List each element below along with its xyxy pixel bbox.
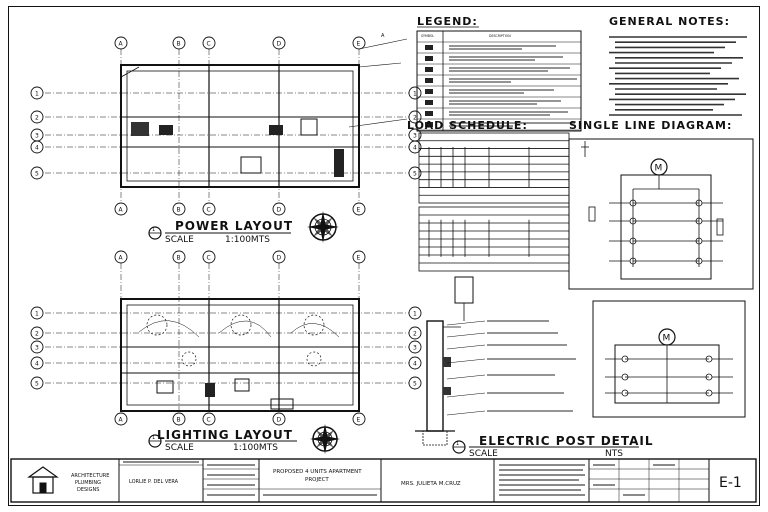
grid-column-bubble-b: B <box>177 417 181 424</box>
svg-text:A: A <box>381 33 385 39</box>
title-block <box>10 458 757 503</box>
grid-column-bubble-e: E <box>357 41 361 48</box>
north-arrow-icon <box>307 211 339 243</box>
legend-header-symbol: SYMBOL <box>421 34 434 38</box>
grid-column-bubble-b: B <box>177 255 181 262</box>
grid-row-bubble-1: 1 <box>35 311 39 318</box>
grid-row-bubble-5: 5 <box>35 381 39 388</box>
grid-column-bubble-b: B <box>177 207 181 214</box>
legend-title: LEGEND: <box>417 15 478 28</box>
lighting-layout-title: LIGHTING LAYOUT <box>157 428 293 442</box>
grid-row-bubble-1: 1 <box>413 91 417 98</box>
designer-name: LORLIE P. DEL VERA <box>129 479 179 485</box>
grid-column-bubble-a: A <box>119 41 124 48</box>
single-line-motor-label: M <box>655 164 663 174</box>
grid-row-bubble-3: 3 <box>35 133 39 140</box>
electric-post-title: ELECTRIC POST DETAIL <box>479 434 654 448</box>
lighting-layout-scale-value: 1:100MTS <box>233 443 278 453</box>
firm-name-line-1: ARCHITECTURE <box>71 473 109 479</box>
grid-column-bubble-e: E <box>357 255 361 262</box>
power-layout-marker: 1 <box>152 227 155 233</box>
grid-row-bubble-3: 3 <box>413 345 417 352</box>
grid-row-bubble-2: 2 <box>413 115 417 122</box>
grid-column-bubble-d: D <box>277 255 282 262</box>
firm-name-line-3: DESIGNS <box>77 487 99 493</box>
sheet-number: E-1 <box>719 475 742 491</box>
single-line-diagram-section: SINGLE LINE DIAGRAM: M M <box>568 119 754 418</box>
general-notes-title: GENERAL NOTES: <box>609 15 730 28</box>
electric-post-drawing <box>415 276 576 446</box>
grid-row-bubble-5: 5 <box>413 381 417 388</box>
project-title-line-2: PROJECT <box>305 477 329 483</box>
grid-column-bubble-b: B <box>177 41 181 48</box>
electric-post-scale-label: SCALE <box>469 449 498 459</box>
north-arrow-icon <box>310 424 340 454</box>
electric-post-scale-value: NTS <box>605 449 623 459</box>
grid-row-bubble-2: 2 <box>35 115 39 122</box>
firm-name-line-2: PLUMBING <box>75 480 101 486</box>
load-schedule-table-1 <box>418 132 570 204</box>
grid-column-bubble-e: E <box>357 417 361 424</box>
lighting-layout-marker: 1 <box>152 435 155 441</box>
grid-row-bubble-4: 4 <box>35 145 39 152</box>
drawing-sheet: A A B B C C D D E E 1 1 2 2 3 3 4 4 5 5 A 1 POWER LAYOUT S… <box>8 6 760 506</box>
load-schedule-table-2 <box>418 206 570 272</box>
general-notes-section: GENERAL NOTES: <box>609 15 747 116</box>
grid-column-bubble-a: A <box>119 207 124 214</box>
electric-post-marker: 1 <box>456 441 459 447</box>
power-layout-plan: A A B B C C D D E E 1 1 2 2 3 3 4 4 5 5 A <box>30 33 422 216</box>
legend-section: LEGEND: SYMBOL DESCRIPTION <box>416 15 582 132</box>
electric-post-title-block: 1 ELECTRIC POST DETAIL SCALE NTS <box>452 434 654 459</box>
power-layout-scale-value: 1:100MTS <box>225 235 270 245</box>
project-title-line-1: PROPOSED 4 UNITS APARTMENT <box>273 469 362 475</box>
owner-name: MRS. JULIETA M.CRUZ <box>401 481 461 487</box>
lighting-layout-plan: A A B B C C D D E E 1 1 2 2 3 3 4 4 5 5 <box>30 250 422 426</box>
grid-row-bubble-5: 5 <box>413 171 417 178</box>
grid-row-bubble-4: 4 <box>35 361 39 368</box>
single-line-diagram-title: SINGLE LINE DIAGRAM: <box>569 119 732 132</box>
lighting-layout-title-block: 1 LIGHTING LAYOUT SCALE 1:100MTS <box>148 428 297 453</box>
power-layout-title-block: 1 POWER LAYOUT SCALE 1:100MTS <box>148 219 293 245</box>
grid-row-bubble-2: 2 <box>413 331 417 338</box>
power-layout-title: POWER LAYOUT <box>175 219 293 233</box>
grid-row-bubble-5: 5 <box>35 171 39 178</box>
power-layout-scale-label: SCALE <box>165 235 194 245</box>
grid-column-bubble-d: D <box>277 207 282 214</box>
grid-row-bubble-1: 1 <box>413 311 417 318</box>
grid-column-bubble-c: C <box>207 255 211 262</box>
grid-row-bubble-3: 3 <box>35 345 39 352</box>
lighting-layout-scale-label: SCALE <box>165 443 194 453</box>
load-schedule-section: LOAD SCHEDULE: <box>407 119 570 272</box>
firm-logo <box>27 466 59 494</box>
single-line-diagram-2 <box>592 300 746 418</box>
grid-column-bubble-c: C <box>207 417 211 424</box>
grid-column-bubble-a: A <box>119 417 124 424</box>
grid-row-bubble-4: 4 <box>413 361 417 368</box>
load-schedule-title: LOAD SCHEDULE: <box>407 119 528 132</box>
grid-row-bubble-3: 3 <box>413 133 417 140</box>
grid-column-bubble-d: D <box>277 41 282 48</box>
single-line-motor-label-2: M <box>663 334 671 344</box>
grid-column-bubble-a: A <box>119 255 124 262</box>
grid-column-bubble-c: C <box>207 41 211 48</box>
grid-column-bubble-d: D <box>277 417 282 424</box>
legend-table <box>416 30 582 132</box>
grid-column-bubble-e: E <box>357 207 361 214</box>
grid-row-bubble-4: 4 <box>413 145 417 152</box>
legend-header-description: DESCRIPTION <box>489 34 511 38</box>
grid-column-bubble-c: C <box>207 207 211 214</box>
grid-row-bubble-1: 1 <box>35 91 39 98</box>
grid-row-bubble-2: 2 <box>35 331 39 338</box>
